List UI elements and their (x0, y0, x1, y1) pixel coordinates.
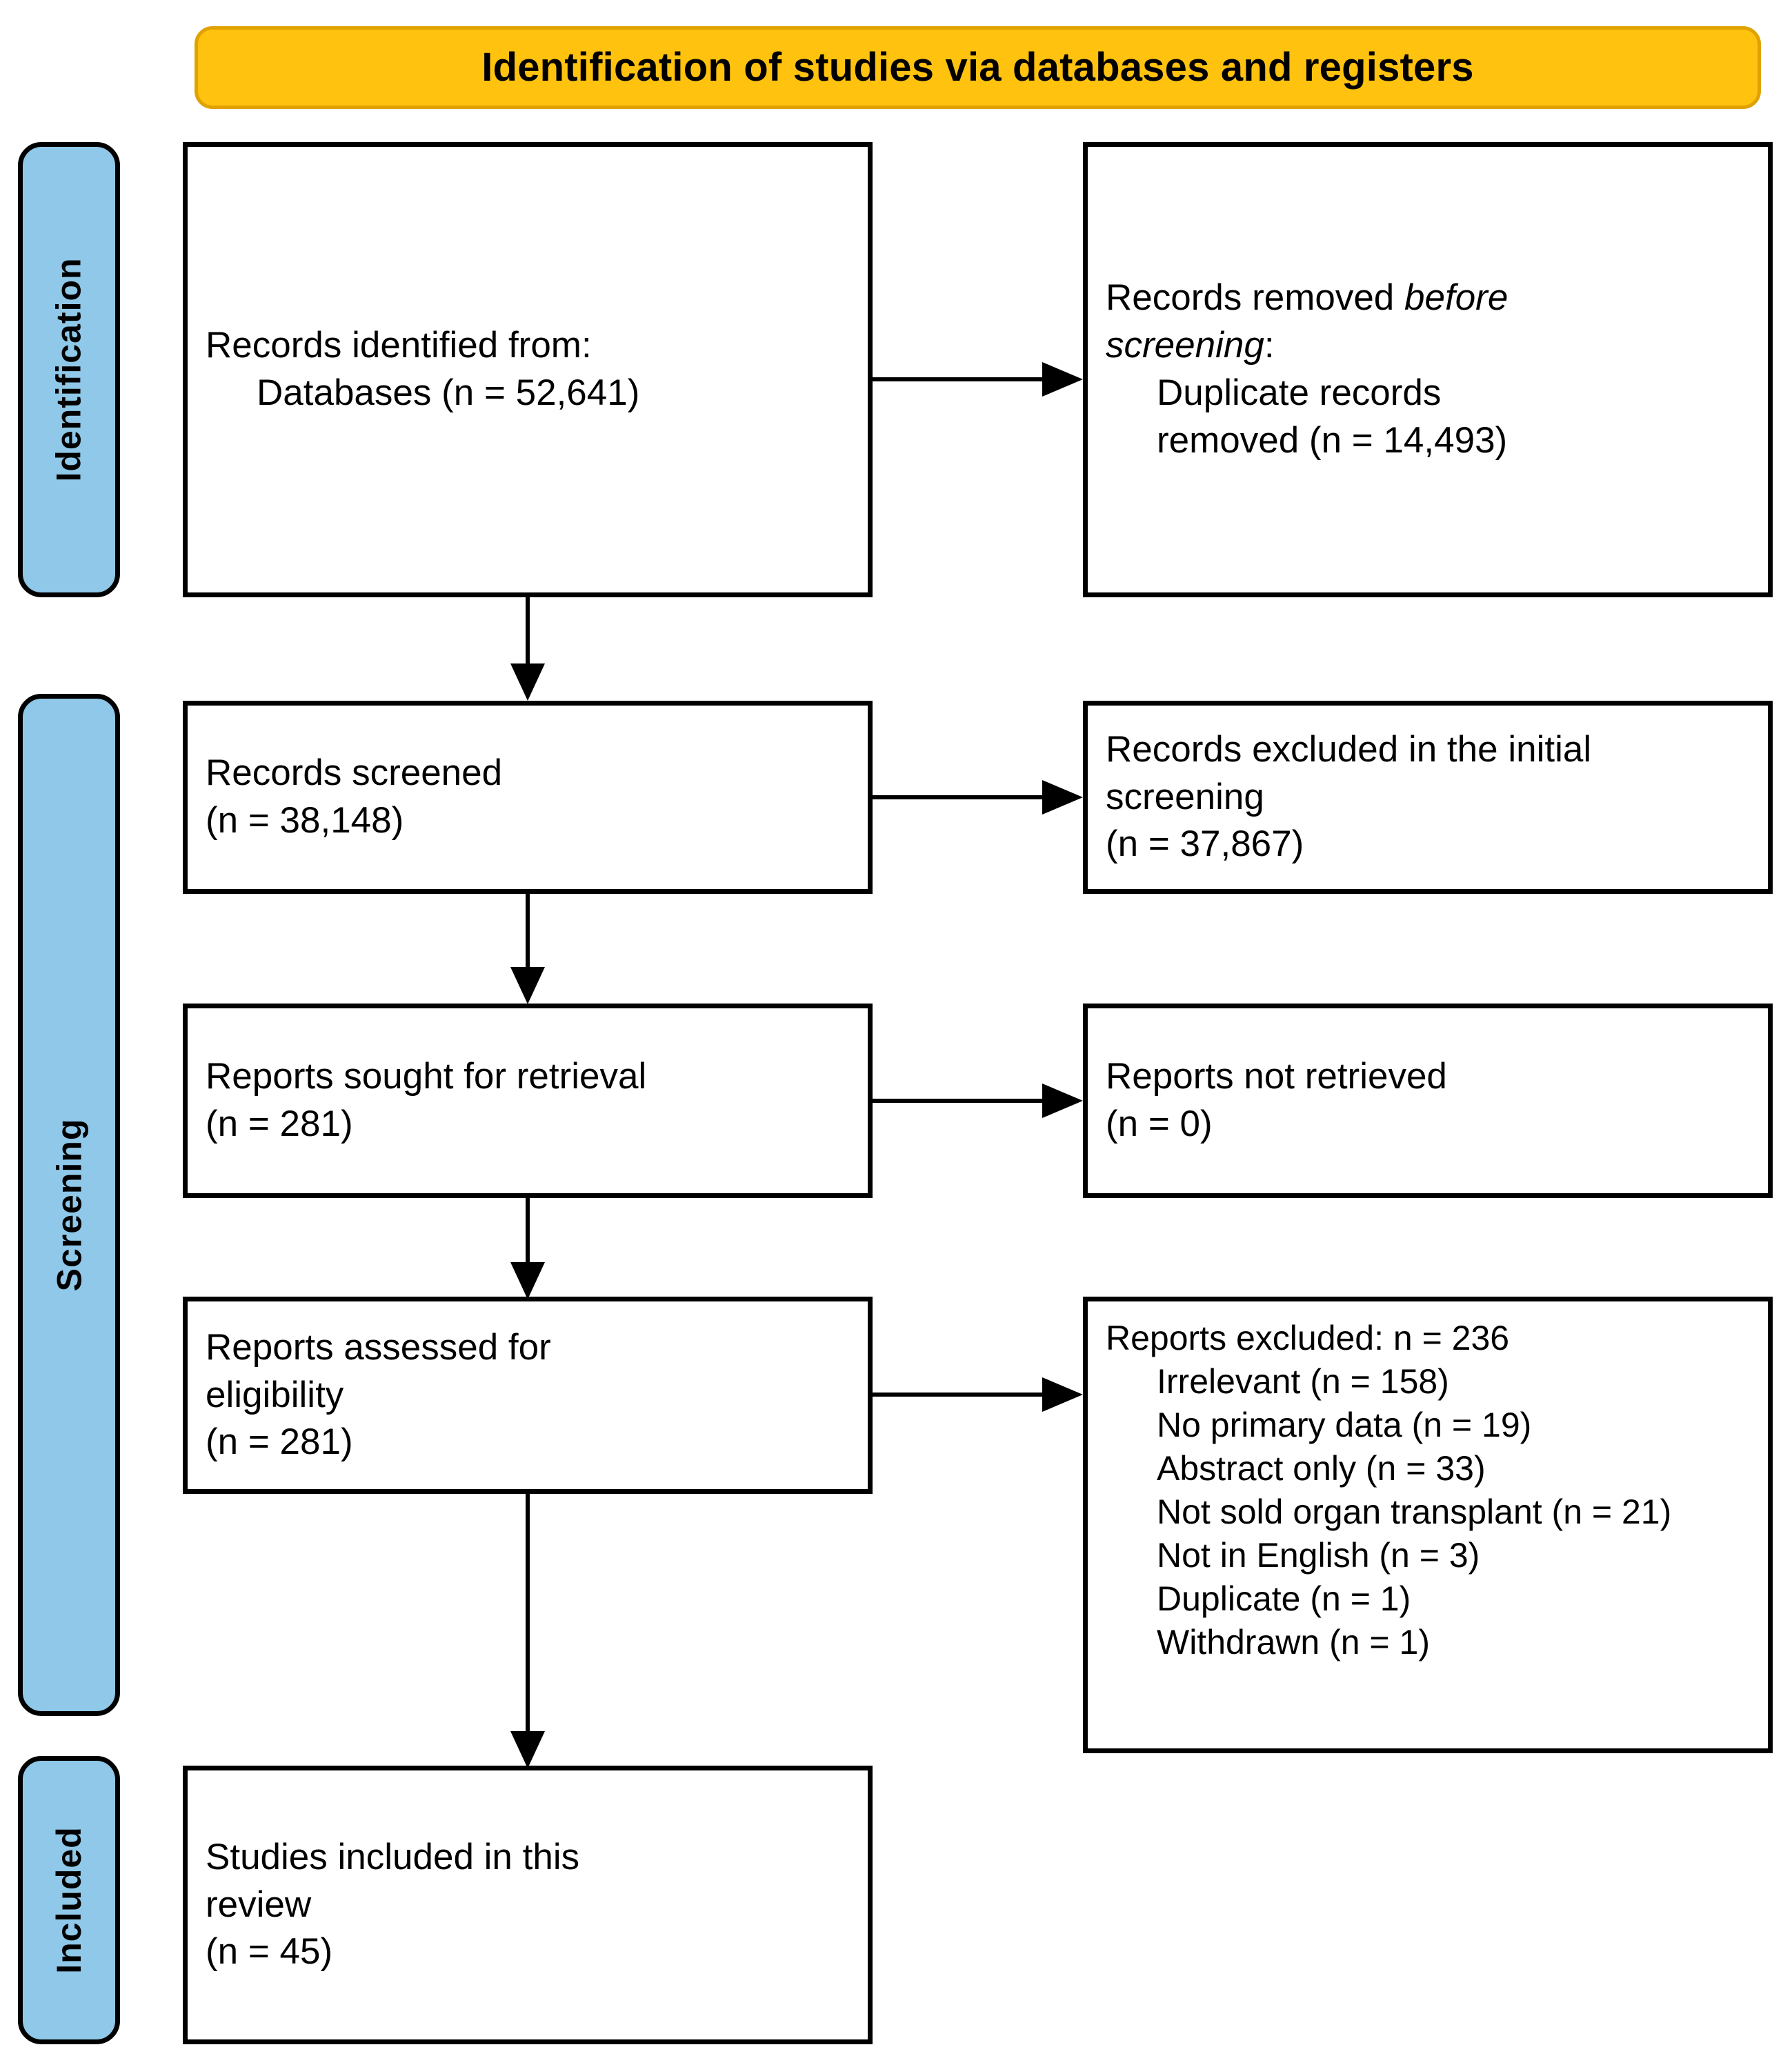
box-line: (n = 38,148) (206, 800, 404, 841)
box-line: Duplicate records (1157, 372, 1442, 413)
arrow-screened-to-excluded-initial (873, 777, 1083, 818)
box-line-prefix: Records removed (1106, 277, 1405, 319)
phase-label-screening-text: Screening (50, 1118, 88, 1292)
phase-label-included: Included (18, 1756, 120, 2044)
box-records-identified: Records identified from: Databases (n = … (183, 142, 873, 597)
phase-label-included-text: Included (50, 1826, 89, 1974)
box-line: Records screened (206, 752, 503, 794)
box-line-italic: screening (1106, 325, 1264, 366)
box-heading: Reports excluded: n = 236 (1106, 1319, 1510, 1357)
box-line: Databases (n = 52,641) (257, 372, 640, 413)
box-line: removed (n = 14,493) (1157, 419, 1508, 461)
box-studies-included: Studies included in this review (n = 45) (183, 1766, 873, 2044)
arrow-assessed-to-included (507, 1494, 548, 1768)
arrow-assessed-to-excluded (873, 1374, 1083, 1415)
phase-label-identification-text: Identification (50, 257, 89, 482)
excluded-reason-item: Not in English (n = 3) (1157, 1536, 1480, 1575)
excluded-reasons-list: Irrelevant (n = 158) No primary data (n =… (1106, 1360, 1750, 1664)
diagram-header-banner: Identification of studies via databases … (195, 26, 1761, 109)
excluded-reason-item: Withdrawn (n = 1) (1157, 1623, 1430, 1661)
box-line: screening: (1106, 322, 1750, 370)
box-line: Records identified from: (206, 325, 592, 366)
box-reports-excluded: Reports excluded: n = 236 Irrelevant (n … (1083, 1297, 1773, 1753)
box-reports-not-retrieved: Reports not retrieved (n = 0) (1083, 1004, 1773, 1198)
box-records-excluded-initial-screening: Records excluded in the initial screenin… (1083, 701, 1773, 894)
box-line: eligibility (206, 1374, 344, 1415)
arrow-sought-to-assessed (507, 1198, 548, 1299)
box-line: screening (1106, 776, 1264, 817)
phase-label-identification: Identification (18, 142, 120, 597)
box-line: (n = 0) (1106, 1104, 1213, 1144)
box-line: Reports assessed for (206, 1326, 551, 1368)
excluded-reason-item: Not sold organ transplant (n = 21) (1157, 1493, 1672, 1531)
box-line: Records removed before (1106, 275, 1750, 322)
arrow-screened-to-sought (507, 894, 548, 1004)
box-line: (n = 281) (206, 1104, 353, 1144)
box-line: Records excluded in the initial (1106, 728, 1592, 770)
phase-label-screening: Screening (18, 694, 120, 1716)
arrow-sought-to-not-retrieved (873, 1080, 1083, 1121)
arrow-identified-to-screened (507, 597, 548, 701)
box-records-screened: Records screened (n = 38,148) (183, 701, 873, 894)
excluded-reason-item: Abstract only (n = 33) (1157, 1449, 1486, 1488)
excluded-reason-item: No primary data (n = 19) (1157, 1406, 1532, 1444)
box-line: Reports not retrieved (1106, 1056, 1447, 1097)
excluded-reason-item: Duplicate (n = 1) (1157, 1579, 1411, 1618)
excluded-reason-item: Irrelevant (n = 158) (1157, 1362, 1449, 1401)
box-line: review (206, 1884, 312, 1925)
box-line-italic: before (1404, 277, 1509, 319)
box-line: Studies included in this (206, 1836, 580, 1877)
arrow-identified-to-removed (873, 359, 1083, 400)
box-line: (n = 37,867) (1106, 824, 1304, 865)
box-line: (n = 281) (206, 1421, 353, 1463)
box-line: Reports sought for retrieval (206, 1056, 647, 1097)
box-records-removed-before-screening: Records removed before screening: Duplic… (1083, 142, 1773, 597)
box-line-suffix: : (1264, 325, 1275, 366)
page-title: Identification of studies via databases … (481, 44, 1474, 90)
box-reports-sought-for-retrieval: Reports sought for retrieval (n = 281) (183, 1004, 873, 1198)
box-line: (n = 45) (206, 1931, 333, 1973)
box-reports-assessed-for-eligibility: Reports assessed for eligibility (n = 28… (183, 1297, 873, 1494)
